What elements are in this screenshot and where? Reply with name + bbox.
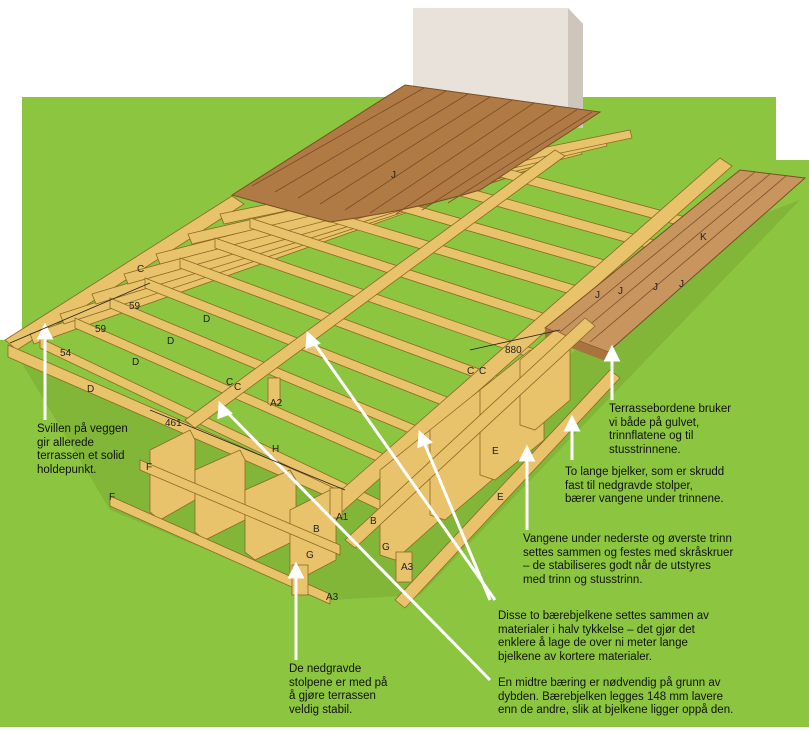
callout-sill: Svillen på veggen gir allerede terrassen…: [37, 423, 128, 477]
callout-line: – de stabiliseres godt når de utstyres: [523, 560, 711, 572]
label-j-main: J: [391, 170, 396, 181]
label-c-near2: C: [234, 382, 241, 393]
label-j-step1: J: [595, 290, 600, 301]
callout-stringers: Vangene under nederste og øverste trinn …: [523, 533, 733, 587]
label-c-near1: C: [226, 377, 233, 388]
label-f-bottom: F: [109, 492, 115, 503]
callout-line: fast til nedgravde stolper,: [565, 479, 693, 492]
right-stringer-beam-high: [344, 317, 596, 549]
label-c-right1: C: [467, 366, 474, 377]
deck-board-lines: [251, 87, 593, 215]
callout-line: settes sammen og festes med skråskruer: [523, 546, 734, 559]
label-e-bottom: E: [497, 492, 504, 503]
callout-boards: Terrassebordene bruker vi både på gulvet…: [609, 403, 731, 457]
callout-line: trinnflatene og til: [609, 430, 694, 442]
callout-line: Disse to bærebjelkene settes sammen av: [498, 610, 709, 622]
callout-line: terrassen et solid: [37, 450, 125, 462]
label-h: H: [272, 444, 279, 455]
label-a3-left: A3: [326, 592, 339, 603]
callout-long-beams: To lange bjelker, som er skrudd fast til…: [565, 466, 724, 507]
callout-line: bærer vangene under trinnene.: [565, 493, 724, 505]
callout-line: En midtre bæring er nødvendig på grunn a…: [498, 677, 721, 689]
callout-line: med trinn og stusstrinn.: [523, 573, 643, 586]
dim-59-b: 59: [95, 324, 107, 335]
label-j-step4: J: [679, 279, 684, 290]
label-b-left: B: [313, 524, 320, 535]
deck-boards-floor: [230, 84, 602, 223]
label-b-right: B: [370, 516, 377, 527]
callout-line: De nedgravde: [289, 663, 362, 675]
dim-59-a: 59: [129, 301, 141, 312]
dim-880: 880: [505, 345, 522, 356]
callout-line: stusstrinnene.: [609, 443, 681, 456]
label-e-top: E: [492, 446, 499, 457]
callout-leaders: [36, 322, 621, 682]
label-j-step2: J: [618, 286, 623, 297]
dim-54: 54: [60, 348, 72, 359]
callout-line: Vangene under nederste og øverste trinn: [523, 533, 732, 545]
label-c-right2: C: [479, 366, 486, 377]
label-k: K: [700, 232, 707, 243]
callout-line: enn de andre, slik at bjelkene ligger op…: [498, 704, 734, 716]
label-j-step3: J: [653, 282, 658, 293]
label-c-far: C: [137, 264, 144, 275]
callout-line: gir allerede: [37, 436, 94, 449]
label-a1: A1: [336, 512, 349, 523]
callout-bearing-beams: Disse to bærebjelkene settes sammen av m…: [498, 610, 709, 664]
callout-line: veldig stabil.: [289, 703, 353, 716]
label-d4: D: [87, 384, 94, 395]
label-d2: D: [167, 336, 174, 347]
callout-line: To lange bjelker, som er skrudd: [565, 466, 725, 478]
step-deck-lines: [559, 171, 787, 343]
callout-posts: De nedgravde stolpene er med på å gjøre …: [289, 663, 387, 717]
callout-line: holdepunkt.: [37, 463, 97, 476]
dimension-lines: [9, 282, 561, 491]
label-d1: D: [203, 314, 210, 325]
cross-joists: [39, 139, 716, 511]
right-stringer-beam-low: [394, 369, 621, 609]
label-a2: A2: [270, 398, 283, 409]
callout-line: enklere å lage de over ni meter lange: [498, 637, 688, 649]
callout-line: Terrassebordene bruker: [609, 403, 732, 415]
callout-line: vi både på gulvet,: [609, 416, 700, 429]
label-d3: D: [132, 357, 139, 368]
callout-line: bjelkene av kortere materialer.: [498, 650, 653, 663]
house-wall-side: [568, 8, 583, 128]
left-stringer-top: [139, 459, 341, 556]
label-g-left: G: [306, 550, 314, 561]
callout-line: Svillen på veggen: [37, 423, 128, 435]
callout-line: stolpene er med på: [289, 676, 388, 689]
label-f-top: F: [146, 462, 152, 473]
dim-461: 461: [165, 418, 182, 429]
bearing-beam-middle: [184, 149, 566, 429]
label-a3-right: A3: [401, 562, 414, 573]
front-rim-beam: [4, 195, 245, 351]
label-g-right: G: [382, 542, 390, 553]
callout-line: materialer i halv tykkelse – det gjør de…: [498, 623, 695, 636]
callout-line: dybden. Bærebjelken legges 148 mm lavere: [498, 690, 724, 703]
callout-middle-bearing: En midtre bæring er nødvendig på grunn a…: [498, 677, 733, 718]
left-stringer-base: [109, 495, 331, 605]
callout-line: å gjøre terrassen: [289, 690, 376, 702]
